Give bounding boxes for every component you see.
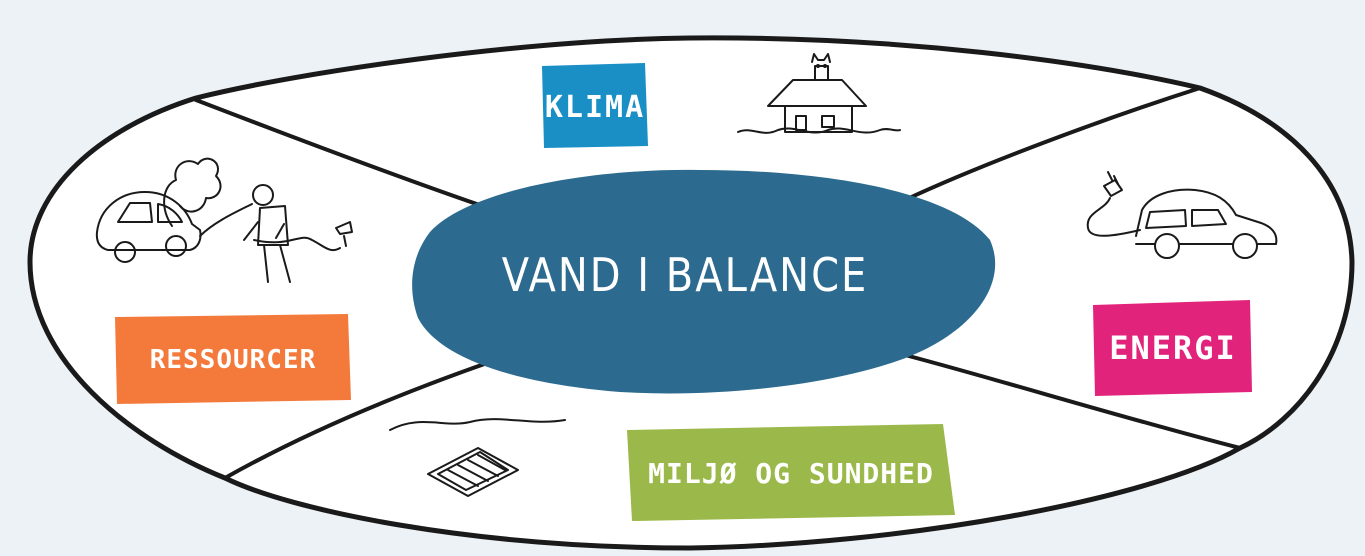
klima-label: KLIMA [544, 70, 646, 144]
miljo-label: MILJØ OG SUNDHED [632, 428, 950, 518]
energi-label: ENERGI [1095, 304, 1251, 392]
ressourcer-label: RESSOURCER [117, 318, 349, 402]
center-label: VAND I BALANCE [470, 242, 900, 311]
